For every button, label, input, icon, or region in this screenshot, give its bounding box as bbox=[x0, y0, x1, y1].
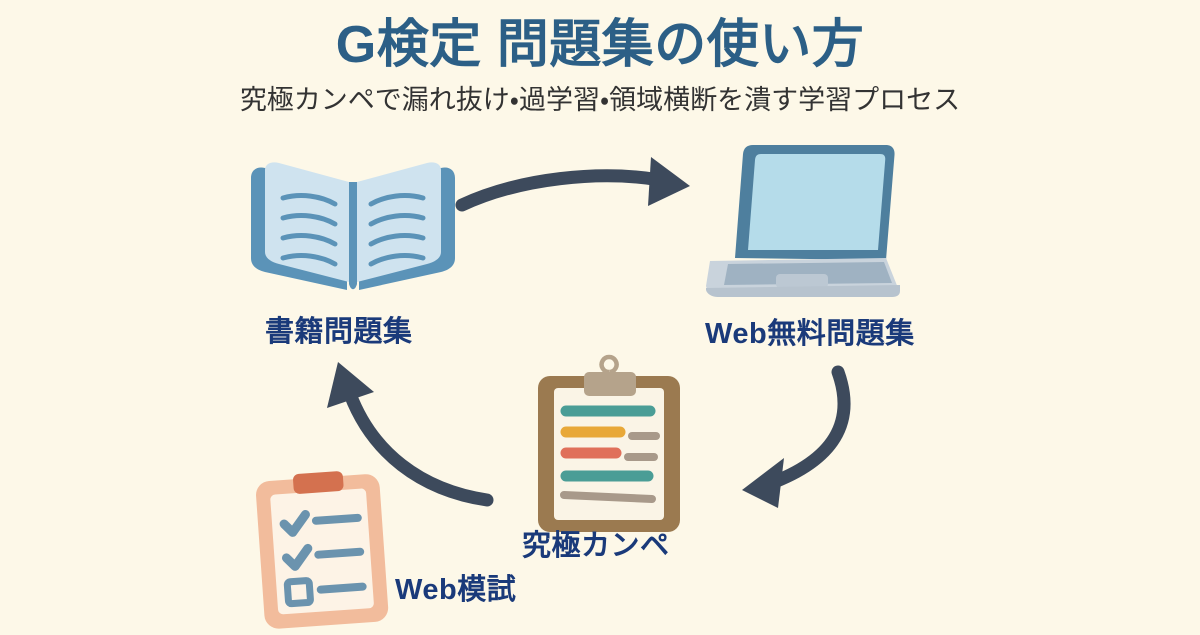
page-subtitle: 究極カンペで漏れ抜け・過学習・領域横断を潰す学習プロセス bbox=[239, 85, 961, 116]
node-label-mock-exam: Web模試 bbox=[395, 574, 517, 606]
node-book[interactable] bbox=[243, 148, 463, 298]
laptop-icon bbox=[706, 145, 900, 297]
node-label-laptop: Web無料問題集 bbox=[705, 318, 915, 350]
checklist-clipboard-icon bbox=[256, 471, 389, 629]
node-mock-exam[interactable] bbox=[248, 465, 408, 635]
node-label-cheatsheet: 究極カンペ bbox=[522, 530, 670, 562]
header: G検定 問題集の使い方 究極カンペで漏れ抜け・過学習・領域横断を潰す学習プロセス bbox=[0, 0, 1200, 117]
arrow-laptop-to-cheatsheet bbox=[742, 365, 851, 508]
node-label-book: 書籍問題集 bbox=[265, 316, 413, 348]
clipboard-notes-icon bbox=[538, 354, 680, 532]
open-book-icon bbox=[251, 162, 455, 290]
node-laptop[interactable] bbox=[688, 140, 903, 305]
arrow-book-to-laptop bbox=[455, 157, 690, 212]
page-title: G検定 問題集の使い方 bbox=[335, 16, 865, 74]
cycle-diagram: 書籍問題集 Web無料問題集 bbox=[0, 140, 1200, 630]
node-cheatsheet[interactable] bbox=[528, 354, 693, 538]
